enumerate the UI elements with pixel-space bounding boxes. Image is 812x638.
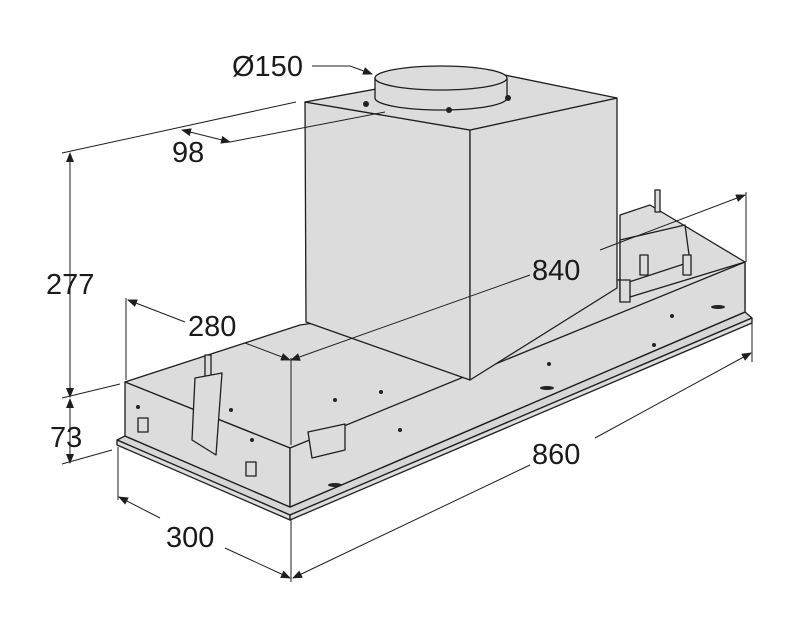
dim-98-line — [181, 128, 231, 144]
dim-diameter-leader — [312, 65, 373, 75]
label-total-height: 277 — [46, 269, 94, 301]
body-front-face — [289, 261, 746, 508]
label-duct-diameter: Ø150 — [232, 51, 303, 83]
dimension-lines — [61, 65, 753, 582]
label-flange-depth: 300 — [166, 522, 214, 554]
label-chimney-depth: 280 — [188, 311, 236, 343]
label-body-width: 840 — [532, 255, 580, 287]
label-chimney-offset: 98 — [172, 137, 204, 169]
label-body-height: 73 — [50, 422, 82, 454]
hood-body — [124, 189, 746, 508]
label-flange-width: 860 — [532, 439, 580, 471]
